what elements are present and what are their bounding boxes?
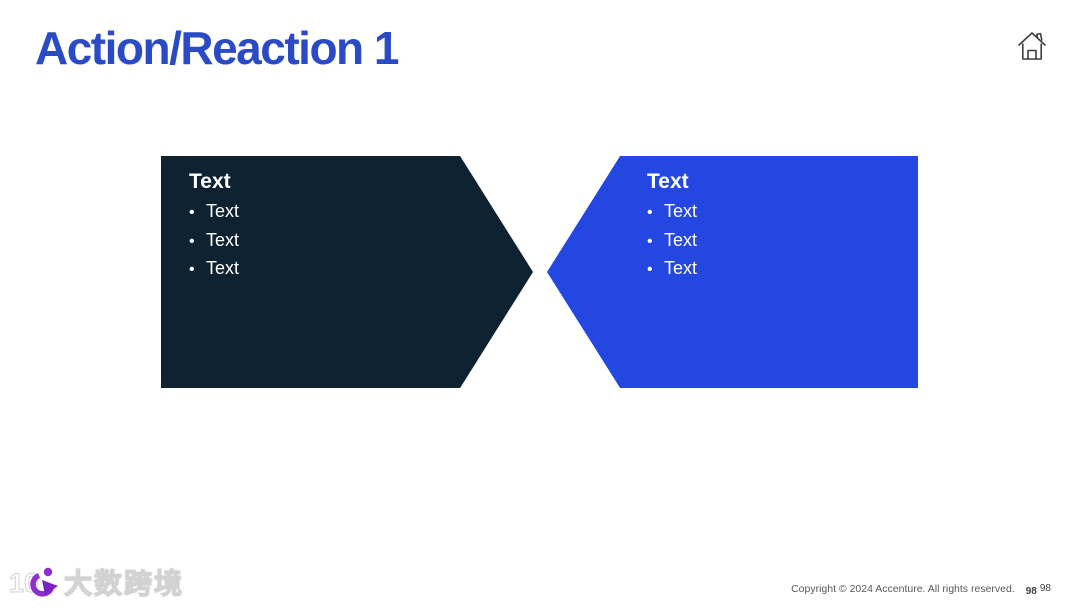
- action-arrow-shape: Text Text Text Text: [161, 156, 533, 388]
- bullet-item: Text: [647, 198, 918, 227]
- reaction-shape-content: Text Text Text Text: [547, 156, 918, 284]
- reaction-arrow-shape: Text Text Text Text: [547, 156, 918, 388]
- action-shape-content: Text Text Text Text: [161, 156, 533, 284]
- svg-text:10: 10: [9, 568, 39, 598]
- copyright-text: Copyright © 2024 Accenture. All rights r…: [791, 583, 1015, 595]
- page-number: 98: [1025, 586, 1037, 597]
- watermark-logo-text: 大数跨境: [63, 567, 185, 599]
- action-shape-bullet-list: Text Text Text: [189, 198, 533, 284]
- reaction-shape-heading: Text: [647, 170, 689, 193]
- bullet-item: Text: [189, 198, 533, 227]
- page-number-duplicate: 98: [1039, 583, 1051, 594]
- bullet-item: Text: [189, 227, 533, 256]
- action-shape-heading: Text: [189, 170, 231, 193]
- footer: Copyright © 2024 Accenture. All rights r…: [791, 583, 1051, 597]
- reaction-shape-bullet-list: Text Text Text: [647, 198, 918, 284]
- home-button[interactable]: [1013, 28, 1051, 66]
- bullet-item: Text: [647, 227, 918, 256]
- home-icon: [1018, 32, 1046, 60]
- slide-title: Action/Reaction 1: [35, 22, 400, 74]
- watermark-logo-icon: 10: [9, 568, 58, 599]
- watermark-logo: 10 大数跨境: [8, 562, 184, 602]
- bullet-item: Text: [189, 255, 533, 284]
- bullet-item: Text: [647, 255, 918, 284]
